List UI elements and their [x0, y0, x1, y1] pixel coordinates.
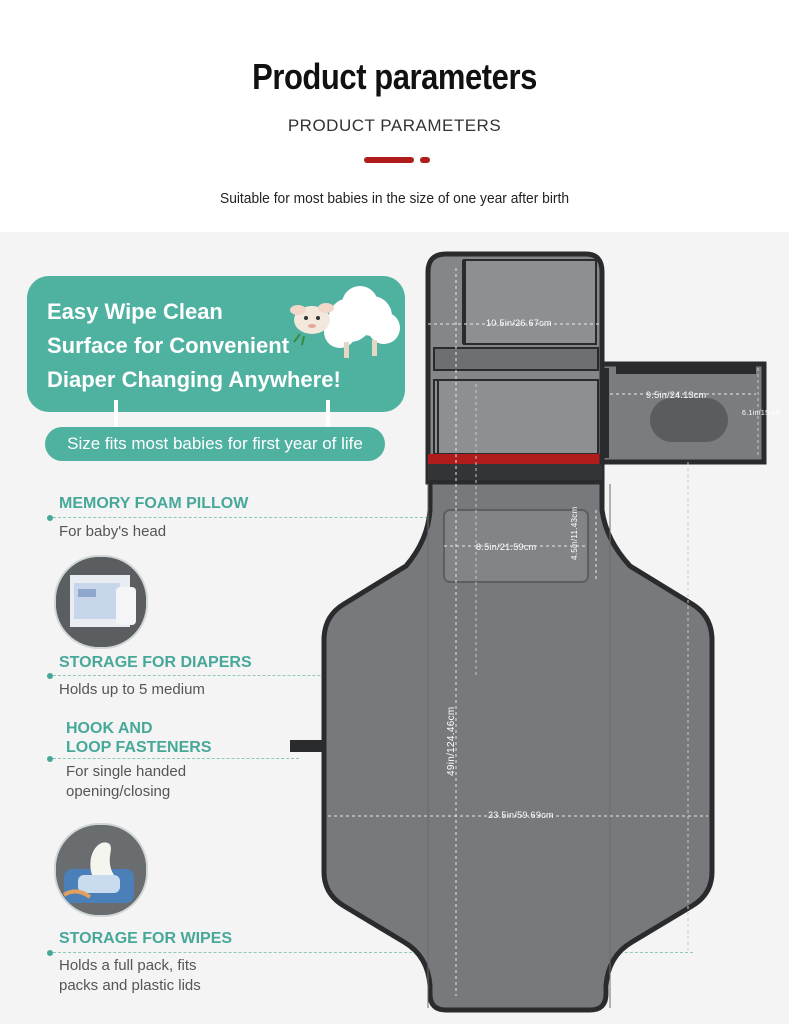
wipes-opening	[650, 398, 728, 442]
feature-desc-fasteners: For single handed opening/closing	[66, 763, 187, 800]
dim-total-width: 23.5in/59.69cm	[488, 810, 554, 820]
accent-dot	[420, 157, 430, 163]
leader-line-fasteners	[53, 758, 299, 759]
accent-bar	[364, 157, 414, 163]
leader-dot-pillow	[47, 515, 53, 521]
feature-desc-diapers: Holds up to 5 medium	[59, 681, 205, 698]
banner-connector-right	[326, 400, 330, 432]
feature-desc-wipes: Holds a full pack, fits packs and plasti…	[59, 957, 201, 994]
page-title: Product parameters	[252, 56, 537, 97]
middle-pocket	[433, 347, 599, 371]
diaper-mesh-pocket	[433, 379, 599, 455]
leader-dot-fasteners	[47, 756, 53, 762]
dim-pillow-height: 4.5in/11.43cm	[570, 506, 579, 560]
leader-dot-diapers	[47, 673, 53, 679]
dim-wipes-width: 9.5in/24.13cm	[646, 390, 707, 400]
diaper-pack-icon	[56, 557, 146, 647]
wipes-pack-icon	[56, 825, 146, 915]
page-subtitle: PRODUCT PARAMETERS	[287, 116, 502, 135]
feature-title-fasteners: HOOK AND LOOP FASTENERS	[66, 720, 212, 756]
feature-title-wipes: STORAGE FOR WIPES	[59, 930, 233, 947]
top-mesh-pocket	[463, 259, 597, 345]
banner-connector-left	[114, 400, 118, 432]
fastener-tab	[290, 740, 330, 752]
suitability-note: Suitable for most babies in the size of …	[219, 190, 570, 207]
leader-line-pillow	[53, 517, 433, 518]
wipes-storage-thumbnail	[54, 823, 148, 917]
diaper-storage-thumbnail	[54, 555, 148, 649]
red-trim	[428, 454, 602, 464]
dim-top-pocket: 10.5in/26.67cm	[486, 318, 552, 328]
banner-headline: Easy Wipe Clean Surface for Convenient D…	[47, 299, 341, 392]
dim-wipes-height: 6.1in/15.49	[742, 410, 780, 417]
feature-title-diapers: STORAGE FOR DIAPERS	[59, 654, 252, 671]
leader-line-diapers	[53, 675, 475, 676]
hinge-band	[428, 464, 602, 480]
dim-total-length: 49in/124.46cm	[446, 706, 457, 776]
feature-desc-pillow: For baby's head	[59, 523, 167, 540]
size-pill: Size fits most babies for first year of …	[45, 427, 385, 461]
sheep-icon	[290, 286, 400, 358]
leader-line-wipes	[53, 952, 693, 953]
dim-pillow-width: 8.5in/21.59cm	[476, 542, 537, 552]
feature-title-pillow: MEMORY FOAM PILLOW	[59, 495, 249, 512]
leader-dot-wipes	[47, 950, 53, 956]
mat-body	[321, 479, 715, 1013]
changing-mat-diagram	[290, 251, 767, 1013]
